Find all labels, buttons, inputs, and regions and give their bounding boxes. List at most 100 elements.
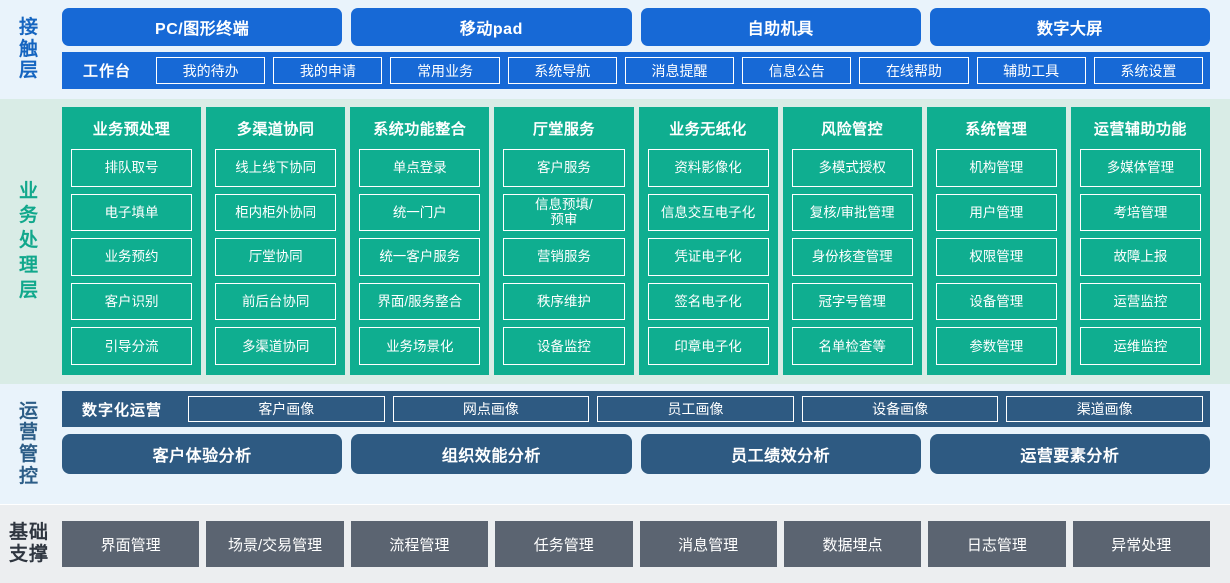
workbench-item-message-alert[interactable]: 消息提醒	[624, 57, 735, 84]
business-item[interactable]: 统一客户服务	[359, 238, 481, 276]
portrait-device[interactable]: 设备画像	[801, 396, 999, 422]
business-item[interactable]: 电子填单	[71, 193, 193, 232]
base-item-data-tracking[interactable]: 数据埋点	[783, 521, 922, 567]
base-item-scenario-transaction-management[interactable]: 场景/交易管理	[206, 521, 344, 567]
business-item[interactable]: 线上线下协同	[215, 149, 337, 187]
business-column-title: 风险管控	[821, 121, 884, 138]
business-column-title: 厅堂服务	[532, 121, 595, 138]
business-column-title: 系统功能整合	[373, 121, 467, 138]
business-item[interactable]: 客户识别	[71, 282, 193, 321]
business-item[interactable]: 引导分流	[71, 327, 193, 365]
base-item-exception-handling[interactable]: 异常处理	[1072, 521, 1210, 567]
business-item[interactable]: 名单检查等	[791, 327, 913, 365]
business-item[interactable]: 厅堂协同	[215, 238, 337, 276]
digital-operation-bar: 数字化运营 客户画像 网点画像 员工画像 设备画像 渠道画像	[62, 391, 1210, 427]
analysis-customer-experience[interactable]: 客户体验分析	[62, 434, 343, 474]
business-item[interactable]: 凭证电子化	[647, 238, 769, 276]
business-item[interactable]: 设备管理	[935, 282, 1057, 321]
portrait-branch[interactable]: 网点画像	[392, 396, 590, 422]
business-column-title: 业务预处理	[92, 121, 171, 138]
contact-layer-band: 接触层 PC/图形终端 移动pad 自助机具 数字大屏 工作台 我的待办 我的申…	[0, 0, 1230, 99]
business-item[interactable]: 柜内柜外协同	[215, 193, 337, 232]
operations-layer-band: 运营管控 数字化运营 客户画像 网点画像 员工画像 设备画像 渠道画像 客户体验…	[0, 384, 1230, 504]
business-item[interactable]: 用户管理	[935, 193, 1057, 232]
business-item[interactable]: 考培管理	[1079, 193, 1201, 232]
business-column-title: 系统管理	[965, 121, 1028, 138]
business-column-preprocessing: 业务预处理 排队取号 电子填单 业务预约 客户识别 引导分流	[62, 107, 202, 375]
base-layer-label: 基础支撑	[0, 505, 58, 583]
analysis-operation-factor[interactable]: 运营要素分析	[929, 434, 1210, 474]
business-column-title: 多渠道协同	[236, 121, 315, 138]
base-item-ui-management[interactable]: 界面管理	[62, 521, 200, 567]
business-item[interactable]: 身份核查管理	[791, 238, 913, 276]
base-item-process-management[interactable]: 流程管理	[350, 521, 489, 567]
analysis-organization-efficiency[interactable]: 组织效能分析	[351, 434, 632, 474]
base-layer-body: 界面管理 场景/交易管理 流程管理 任务管理 消息管理 数据埋点 日志管理 异常…	[58, 505, 1230, 583]
business-item[interactable]: 多模式授权	[791, 149, 913, 187]
channel-box-digital-screen[interactable]: 数字大屏	[929, 8, 1210, 46]
business-layer-band: 业务处理层 业务预处理 排队取号 电子填单 业务预约 客户识别 引导分流 多渠道…	[0, 99, 1230, 384]
workbench-title: 工作台	[83, 63, 132, 80]
business-item[interactable]: 权限管理	[935, 238, 1057, 276]
contact-layer-label-text: 接触层	[18, 17, 39, 82]
workbench-item-my-application[interactable]: 我的申请	[273, 57, 383, 84]
business-item[interactable]: 冠字号管理	[791, 282, 913, 321]
base-item-task-management[interactable]: 任务管理	[495, 521, 633, 567]
business-column-risk-control: 风险管控 多模式授权 复核/审批管理 身份核查管理 冠字号管理 名单检查等	[782, 107, 922, 375]
business-column-paperless: 业务无纸化 资料影像化 信息交互电子化 凭证电子化 签名电子化 印章电子化	[638, 107, 778, 375]
portrait-employee[interactable]: 员工画像	[597, 396, 794, 422]
channel-box-pc[interactable]: PC/图形终端	[62, 8, 343, 46]
business-item[interactable]: 参数管理	[935, 327, 1057, 365]
operations-layer-label: 运营管控	[0, 384, 58, 504]
contact-layer-label: 接触层	[0, 0, 58, 99]
business-item[interactable]: 信息交互电子化	[647, 193, 769, 232]
workbench-item-common-business[interactable]: 常用业务	[390, 57, 500, 84]
business-item[interactable]: 信息预填/ 预审	[503, 193, 625, 232]
business-columns: 业务预处理 排队取号 电子填单 业务预约 客户识别 引导分流 多渠道协同 线上线…	[62, 107, 1210, 375]
business-item[interactable]: 业务场景化	[359, 327, 481, 365]
business-column-lobby-service: 厅堂服务 客户服务 信息预填/ 预审 营销服务 秩序维护 设备监控	[494, 107, 634, 375]
business-item[interactable]: 前后台协同	[215, 282, 337, 321]
business-item[interactable]: 故障上报	[1079, 238, 1201, 276]
business-item[interactable]: 运营监控	[1079, 282, 1201, 321]
business-item[interactable]: 多渠道协同	[215, 327, 337, 365]
business-item[interactable]: 设备监控	[503, 327, 625, 365]
workbench-item-system-settings[interactable]: 系统设置	[1093, 57, 1203, 84]
business-item[interactable]: 统一门户	[359, 193, 481, 232]
base-layer-band: 基础支撑 界面管理 场景/交易管理 流程管理 任务管理 消息管理 数据埋点 日志…	[0, 504, 1230, 583]
business-item[interactable]: 资料影像化	[647, 149, 769, 187]
analysis-row: 客户体验分析 组织效能分析 员工绩效分析 运营要素分析	[62, 434, 1210, 474]
business-item[interactable]: 营销服务	[503, 238, 625, 276]
base-item-log-management[interactable]: 日志管理	[928, 521, 1066, 567]
business-column-system-integration: 系统功能整合 单点登录 统一门户 统一客户服务 界面/服务整合 业务场景化	[350, 107, 490, 375]
business-column-system-management: 系统管理 机构管理 用户管理 权限管理 设备管理 参数管理	[926, 107, 1066, 375]
business-item[interactable]: 机构管理	[935, 149, 1057, 187]
workbench-item-system-navigation[interactable]: 系统导航	[507, 57, 617, 84]
business-item[interactable]: 客户服务	[503, 149, 625, 187]
channel-box-self-service[interactable]: 自助机具	[640, 8, 921, 46]
business-item[interactable]: 业务预约	[71, 238, 193, 276]
business-item[interactable]: 界面/服务整合	[359, 282, 481, 321]
workbench-item-online-help[interactable]: 在线帮助	[859, 57, 969, 84]
business-item[interactable]: 排队取号	[71, 149, 193, 187]
business-column-operation-support: 运营辅助功能 多媒体管理 考培管理 故障上报 运营监控 运维监控	[1070, 107, 1210, 375]
workbench-item-auxiliary-tools[interactable]: 辅助工具	[976, 57, 1086, 84]
business-item[interactable]: 多媒体管理	[1079, 149, 1201, 187]
business-item[interactable]: 秩序维护	[503, 282, 625, 321]
base-layer-label-text: 基础支撑	[8, 522, 49, 565]
business-column-title: 运营辅助功能	[1093, 121, 1187, 138]
analysis-employee-performance[interactable]: 员工绩效分析	[640, 434, 921, 474]
workbench-item-info-bulletin[interactable]: 信息公告	[742, 57, 852, 84]
portrait-customer[interactable]: 客户画像	[188, 396, 385, 422]
channel-box-mobile-pad[interactable]: 移动pad	[351, 8, 632, 46]
base-item-message-management[interactable]: 消息管理	[639, 521, 777, 567]
portrait-channel[interactable]: 渠道画像	[1006, 396, 1203, 422]
operations-layer-label-text: 运营管控	[18, 400, 39, 487]
business-item[interactable]: 印章电子化	[647, 327, 769, 365]
business-item[interactable]: 运维监控	[1079, 327, 1201, 365]
business-item[interactable]: 单点登录	[359, 149, 481, 187]
workbench-item-my-todo[interactable]: 我的待办	[156, 57, 266, 84]
business-item[interactable]: 复核/审批管理	[791, 193, 913, 232]
business-item[interactable]: 签名电子化	[647, 282, 769, 321]
